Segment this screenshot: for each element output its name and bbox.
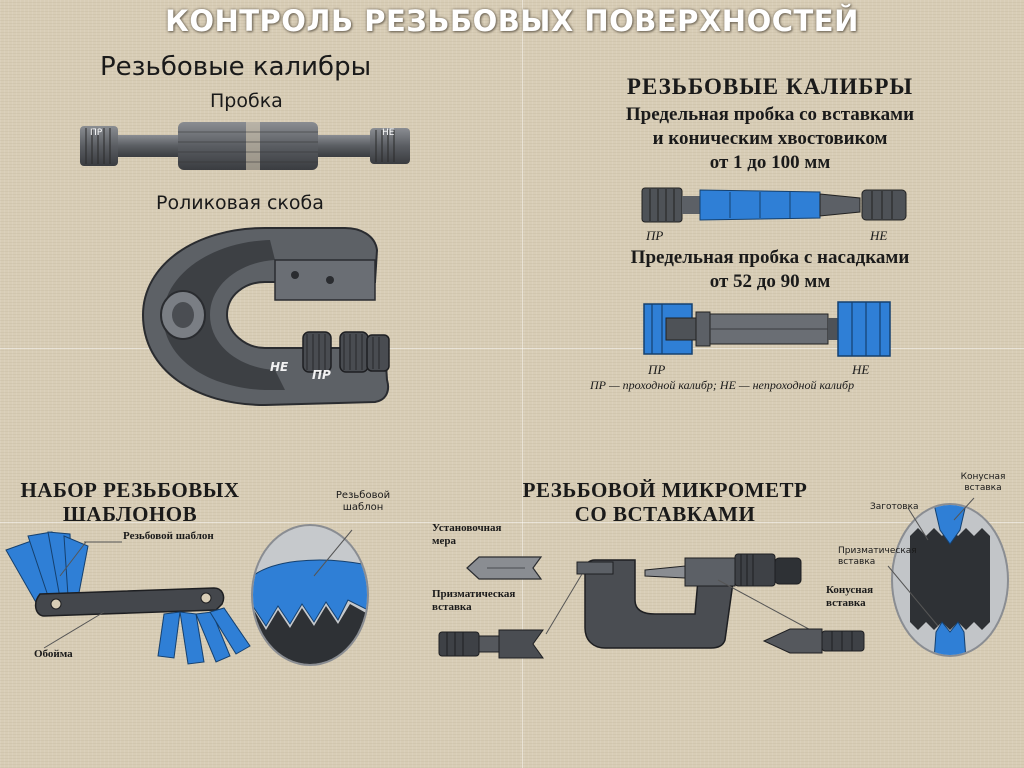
grid-line-horizontal-2 — [0, 522, 1024, 523]
roller-nogo-mark: НЕ — [270, 360, 289, 374]
limit-plug-nozzles-illustration — [643, 301, 891, 357]
nogo-thread-end — [370, 128, 410, 164]
roller-clamp-label: Роликовая скоба — [156, 192, 324, 214]
prism-insert-illustration — [438, 629, 544, 659]
gauge1-go-label: ПР — [646, 228, 664, 243]
micrometer-heading-line2: СО ВСТАВКАМИ — [574, 502, 756, 526]
blue-template-blades-bottom — [157, 607, 251, 665]
circle-template-label: Резьбовой шаблон — [328, 490, 398, 514]
setting-gauge-label-line2: мера — [432, 535, 456, 547]
blue-template-blades-top — [5, 531, 89, 607]
template-set-heading-line1: НАБОР РЕЗЬБОВЫХ — [20, 478, 240, 502]
limit-plug-inserts-title: Предельная пробка со вставками и коничес… — [530, 103, 1010, 175]
gauge2-go-label: ПР — [648, 362, 666, 377]
prism-insert-label-line2: вставка — [432, 601, 472, 613]
thread-template-set-illustration — [5, 531, 251, 665]
micrometer-heading: РЕЗЬБОВОЙ МИКРОМЕТР СО ВСТАВКАМИ — [490, 478, 840, 526]
detail-prism-label: Призматическая вставка — [838, 546, 917, 568]
cone-insert-illustration — [762, 628, 865, 654]
template-set-heading: НАБОР РЕЗЬБОВЫХ ШАБЛОНОВ — [10, 478, 250, 526]
go-thread-end — [80, 126, 118, 166]
gauge1-nogo-label: НЕ — [870, 228, 888, 243]
prism-insert-label: Призматическая вставка — [432, 588, 515, 614]
grid-line-horizontal — [0, 348, 1024, 349]
cone-insert-label-line2: вставка — [826, 597, 866, 609]
template-label: Резьбовой шаблон — [123, 530, 214, 542]
threaded-gauges-heading: Резьбовые калибры — [100, 52, 372, 82]
limit-gauges-heading: РЕЗЬБОВЫЕ КАЛИБРЫ — [626, 74, 914, 99]
limit-plug-inserts-line2: и коническим хвостовиком — [652, 128, 888, 149]
roller-go-mark: ПР — [312, 368, 331, 382]
plug-gauge-illustration — [80, 120, 410, 172]
circle-template-label-line1: Резьбовой — [335, 490, 391, 501]
micrometer-detail-circle — [887, 497, 1009, 657]
blue-nozzle-right — [837, 301, 891, 357]
micrometer-anvil — [576, 561, 614, 575]
detail-cone-insert — [933, 505, 967, 545]
detail-prism-label-line1: Призматическая — [838, 546, 917, 556]
cone-insert-label-line1: Конусная — [826, 584, 874, 596]
micrometer-ratchet — [774, 557, 802, 585]
detail-prism-insert — [933, 621, 967, 655]
circle-template-label-line2: шаблон — [342, 502, 384, 513]
clamp-rollers — [302, 331, 390, 373]
gauge-legend: ПР — проходной калибр; НЕ — непроходной … — [590, 378, 855, 392]
setting-gauge-label-line1: Установочная — [432, 522, 502, 534]
thread-micrometer-illustration — [576, 553, 802, 649]
setting-gauge-label: Установочная мера — [432, 522, 501, 548]
detail-prism-label-line2: вставка — [838, 557, 876, 567]
plug-go-mark: ПР — [90, 128, 103, 138]
micrometer-heading-line1: РЕЗЬБОВОЙ МИКРОМЕТР — [522, 478, 808, 502]
plug-neck-right — [318, 135, 370, 157]
cone-insert-label: Конусная вставка — [826, 584, 873, 610]
plug-nogo-mark: НЕ — [382, 128, 395, 138]
setting-gauge-illustration — [466, 556, 543, 580]
limit-plug-nozzles-title: Предельная пробка с насадками от 52 до 9… — [530, 246, 1010, 294]
roller-clamp-illustration — [141, 227, 390, 407]
grid-line-vertical — [522, 0, 523, 768]
plug-label: Пробка — [210, 90, 283, 112]
limit-plug-inserts-line3: от 1 до 100 мм — [709, 152, 831, 173]
micrometer-leader-lines — [545, 573, 819, 635]
page-title: КОНТРОЛЬ РЕЗЬБОВЫХ ПОВЕРХНОСТЕЙ — [165, 4, 859, 38]
limit-plug-nozzles-line2: от 52 до 90 мм — [709, 271, 831, 292]
holder-label: Обойма — [34, 648, 73, 660]
template-set-heading-line2: ШАБЛОНОВ — [62, 502, 198, 526]
detail-blank-label: Заготовка — [870, 502, 919, 512]
detail-cone-label: Конусная вставка — [948, 472, 1018, 494]
template-holder — [34, 587, 225, 617]
detail-cone-label-line2: вставка — [964, 483, 1002, 493]
limit-plug-nozzles-line1: Предельная пробка с насадками — [630, 247, 910, 268]
prism-insert-label-line1: Призматическая — [432, 588, 516, 600]
gauge2-nogo-label: НЕ — [852, 362, 870, 377]
limit-plug-inserts-illustration — [641, 187, 907, 223]
detail-cone-label-line1: Конусная — [960, 472, 1006, 482]
plug-neck-left — [118, 135, 178, 157]
limit-plug-inserts-line1: Предельная пробка со вставками — [625, 104, 915, 125]
template-detail-circle — [251, 524, 369, 666]
